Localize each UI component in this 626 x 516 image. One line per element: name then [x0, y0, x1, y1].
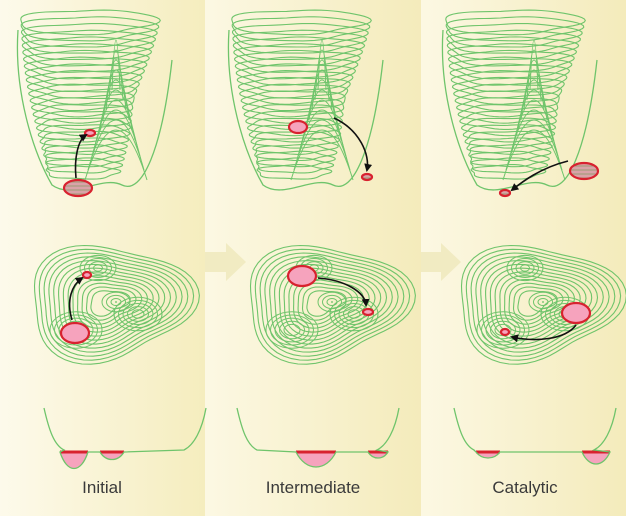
contour-well [332, 302, 333, 303]
state-initial-contour [61, 323, 89, 343]
state-contour-right [562, 303, 590, 323]
state-3d-left [500, 190, 510, 196]
panel-label-intermediate: Intermediate [213, 478, 413, 498]
state-3d-right [362, 174, 372, 180]
state-small-3d [85, 130, 95, 136]
state-small-contour [83, 272, 91, 278]
state-initial-3d [64, 180, 92, 196]
panel-label-catalytic: Catalytic [425, 478, 625, 498]
contour-well [116, 302, 117, 303]
contour-well [543, 302, 544, 303]
state-3d-left [289, 121, 307, 133]
state-contour-right [363, 309, 373, 315]
state-3d-right [570, 163, 598, 179]
state-contour-left [501, 329, 509, 335]
panel-label-initial: Initial [2, 478, 202, 498]
state-contour-left [288, 266, 316, 286]
